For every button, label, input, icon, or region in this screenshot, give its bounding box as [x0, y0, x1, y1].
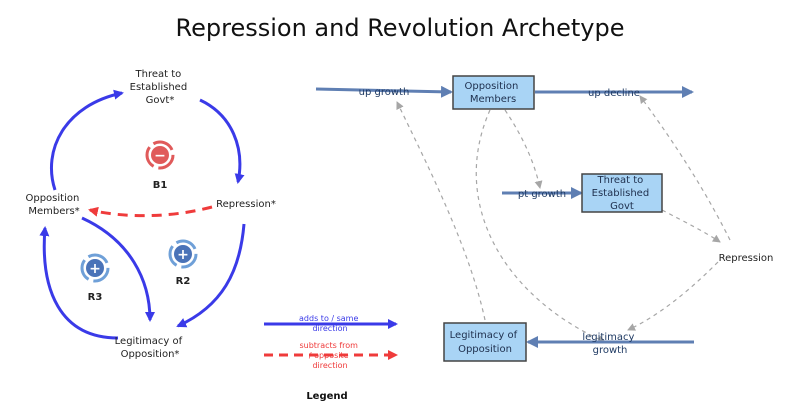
svg-text:+: +	[177, 247, 189, 263]
influence-threat-to-repression	[661, 209, 721, 243]
loop-r3-icon: +	[80, 253, 110, 283]
causal-loop-diagram: Threat to Established Govt* Repression* …	[25, 69, 275, 360]
node-opposition: Opposition Members*	[25, 193, 82, 217]
node-repression: Repression*	[216, 199, 276, 210]
influence-repression-to-updecline	[639, 95, 731, 241]
stock-threat-label: Threat to Established Govt	[592, 175, 653, 212]
legend-title: Legend	[306, 391, 347, 402]
stock-threat-to-established-govt	[581, 173, 663, 213]
loop-b1-label: B1	[153, 180, 168, 191]
stock-legitimacy-of-opposition	[443, 322, 527, 362]
node-legitimacy: Legitimacy of Opposition*	[115, 336, 186, 360]
stock-opposition-members	[452, 75, 535, 110]
flow-up-growth-label: up growth	[359, 87, 410, 98]
link-repression-to-opposition	[88, 205, 213, 218]
influence-opposition-to-legitimacy-growth	[475, 109, 606, 343]
link-legitimacy-to-opposition	[39, 226, 119, 340]
link-threat-to-repression	[199, 98, 245, 184]
legend-same-label: adds to / same direction	[299, 314, 361, 333]
flow-up-decline-label: up decline	[588, 88, 640, 99]
svg-text:−: −	[154, 148, 166, 164]
svg-text:+: +	[89, 261, 101, 277]
influence-opposition-to-ptgrowth	[504, 109, 543, 189]
page-title: Repression and Revolution Archetype	[175, 14, 625, 42]
flow-up-growth-pipe	[315, 85, 453, 98]
flow-pt-growth-label: pt growth	[518, 189, 566, 200]
stock-opposition-members-label: Opposition Members	[464, 81, 521, 105]
legend-opposite-label: subtracts from / opposite direction	[299, 341, 360, 370]
loop-r3-label: R3	[88, 292, 103, 303]
influence-legitimacy-to-upgrowth	[396, 101, 486, 321]
node-threat: Threat to Established Govt*	[130, 69, 191, 106]
loop-r2-label: R2	[176, 276, 191, 287]
link-opposition-to-threat	[50, 89, 124, 191]
influence-repression-to-legitimacy-growth	[627, 261, 719, 331]
flow-legitimacy-growth-label: legitimacy growth	[582, 332, 637, 356]
loop-b1-icon: −	[145, 140, 175, 170]
aux-repression-label: Repression	[719, 253, 774, 264]
loop-r2-icon: +	[168, 239, 198, 269]
stock-legitimacy-label: Legitimacy of Opposition	[450, 330, 521, 355]
stock-flow-diagram: up growth up decline pt growth legitimac…	[315, 75, 774, 362]
legend: adds to / same direction subtracts from …	[264, 314, 398, 402]
link-opposition-to-legitimacy	[81, 216, 155, 322]
link-repression-to-legitimacy	[176, 223, 246, 328]
